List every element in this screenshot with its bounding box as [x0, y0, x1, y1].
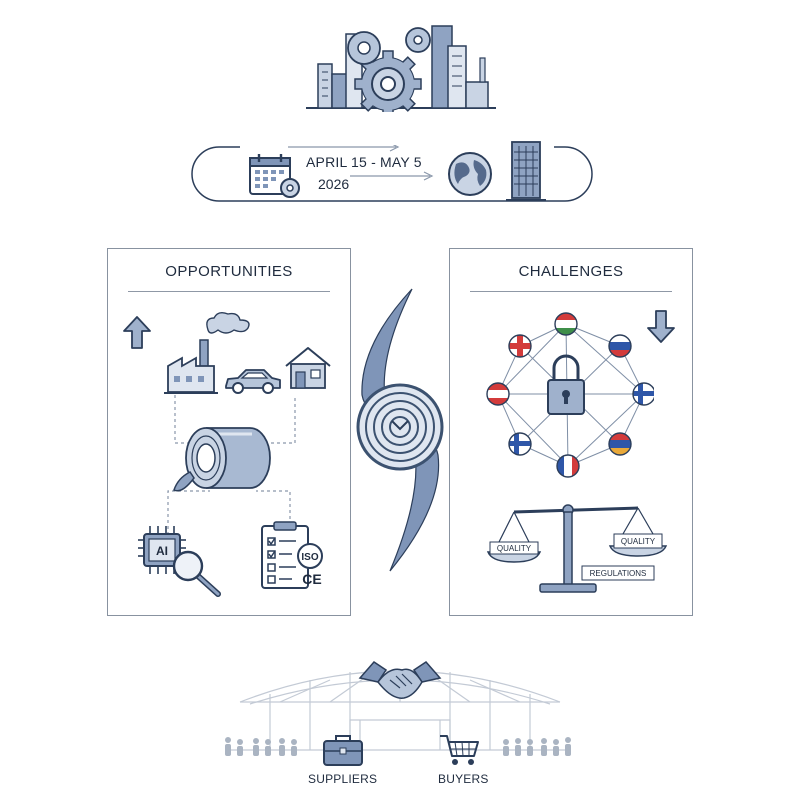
- office-building-icon: [506, 141, 546, 201]
- balance-scale-icon: QUALITY QUALITY REGULATIONS: [486, 504, 668, 593]
- ai-chip-label: AI: [156, 544, 168, 558]
- opportunities-title: OPPORTUNITIES: [165, 263, 293, 280]
- magnifier-icon: [172, 550, 221, 597]
- car-icon: [225, 369, 281, 394]
- flag-finland-small-icon: [508, 432, 532, 456]
- arrow-up-icon: [123, 316, 151, 349]
- industry-gears-illustration: [306, 25, 496, 112]
- flag-hungary-icon: [554, 312, 578, 336]
- calendar-icon: [249, 154, 300, 198]
- briefcase-icon: [323, 735, 363, 766]
- central-swirl-coil: [356, 288, 444, 572]
- flag-england-icon: [508, 334, 532, 358]
- globe-icon: [448, 152, 492, 196]
- suppliers-label: SUPPLIERS: [308, 772, 378, 786]
- certification-clipboard-icon: ISO CE: [261, 521, 323, 589]
- event-timeline: [191, 145, 593, 202]
- ce-label: CE: [302, 571, 321, 587]
- ai-chip-icon: AI: [138, 526, 186, 574]
- challenges-title: CHALLENGES: [518, 263, 624, 280]
- house-icon: [285, 347, 331, 389]
- event-year: 2026: [318, 176, 350, 192]
- event-dates: APRIL 15 - MAY 5: [306, 154, 422, 170]
- flag-finland-icon: [632, 382, 654, 406]
- shopping-cart-icon: [440, 735, 479, 765]
- scale-right-label: QUALITY: [621, 537, 656, 546]
- divider: [128, 291, 330, 292]
- scale-left-label: QUALITY: [497, 544, 532, 553]
- flag-france-icon: [556, 454, 580, 478]
- iso-label: ISO: [301, 552, 318, 563]
- flag-armenia-icon: [608, 432, 632, 456]
- flag-russia-icon: [608, 334, 632, 358]
- steel-coil-icon: [173, 427, 271, 492]
- factory-icon: [164, 311, 250, 394]
- buyers-label: BUYERS: [438, 772, 489, 786]
- trade-barrier-network: [486, 312, 654, 478]
- divider: [470, 291, 672, 292]
- trade-fair-pavilion: [225, 661, 571, 756]
- regulations-label: REGULATIONS: [590, 569, 647, 578]
- flag-austria-icon: [486, 382, 510, 406]
- arrow-down-icon: [647, 310, 675, 343]
